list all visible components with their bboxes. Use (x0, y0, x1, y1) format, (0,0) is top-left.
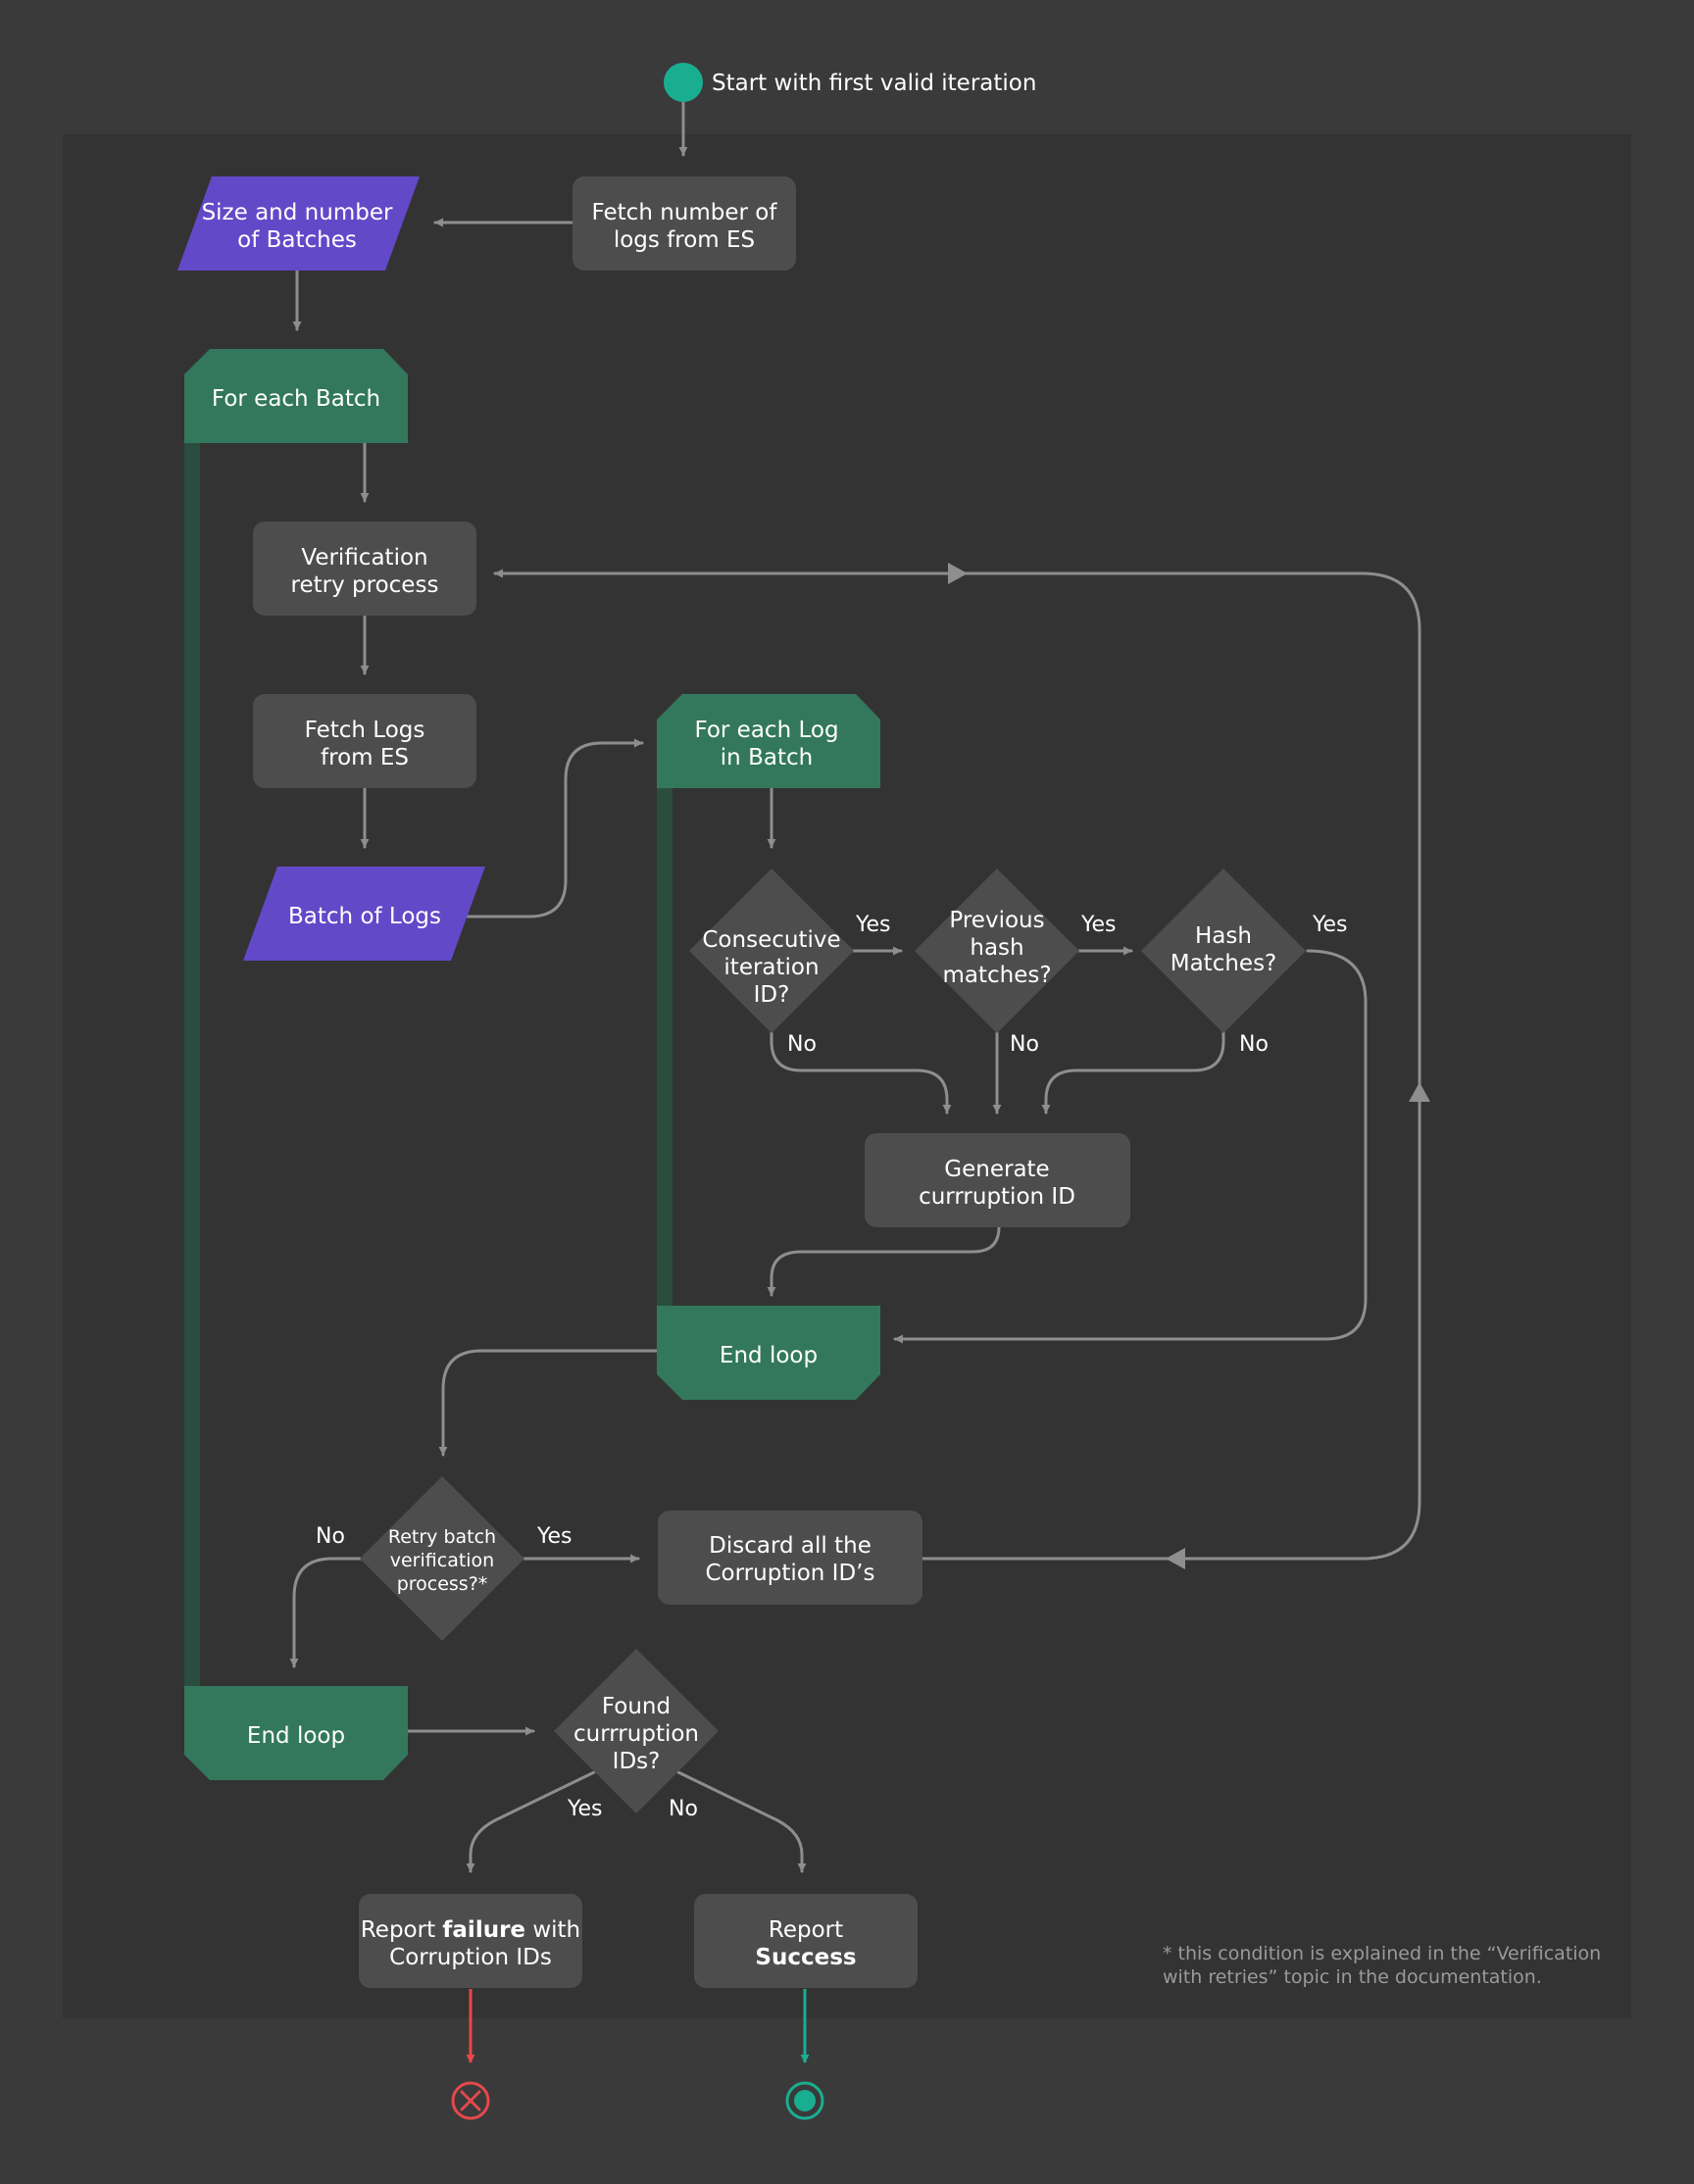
edge-consecutive-no (770, 1029, 952, 1115)
edge-marker-up (1409, 1082, 1430, 1102)
previous-hash-decision[interactable]: Previous hash matches? (915, 869, 1079, 1033)
end-loop-outer-node[interactable]: End loop (184, 1686, 408, 1780)
previous-hash-label-3: matches? (942, 963, 1051, 988)
generate-label-2: currruption ID (919, 1184, 1075, 1210)
discard-corruption-node[interactable]: Discard all the Corruption ID’s (658, 1511, 922, 1605)
generate-corruption-node[interactable]: Generate currruption ID (865, 1133, 1130, 1227)
label-yes-hash: Yes (1312, 913, 1348, 937)
for-each-batch-label: For each Batch (212, 386, 380, 412)
report-success-label-2: Success (755, 1945, 856, 1970)
report-success-node[interactable]: Report Success (694, 1894, 918, 1988)
end-loop-inner-label: End loop (720, 1343, 818, 1368)
consecutive-iteration-decision[interactable]: Consecutive iteration ID? (689, 869, 854, 1033)
batch-size-data-node[interactable]: Size and number of Batches (177, 176, 420, 271)
edge-discard-to-retry-loop (493, 569, 1421, 1561)
discard-label-2: Corruption ID’s (706, 1561, 875, 1586)
found-label-3: IDs? (613, 1749, 661, 1774)
for-each-log-label-2: in Batch (721, 745, 813, 770)
start-circle-icon (664, 63, 703, 102)
consecutive-label-3: ID? (754, 982, 790, 1008)
verification-retry-node[interactable]: Verification retry process (253, 521, 476, 616)
retry-label-2: verification (390, 1550, 494, 1571)
generate-label-1: Generate (944, 1157, 1049, 1182)
fetch-count-label-1: Fetch number of (592, 200, 778, 225)
report-failure-label-2: Corruption IDs (389, 1945, 552, 1970)
label-yes-found: Yes (567, 1797, 603, 1821)
edge-marker-left (948, 563, 968, 584)
end-loop-inner-node[interactable]: End loop (657, 1306, 880, 1400)
end-loop-outer-label: End loop (247, 1723, 345, 1749)
batch-size-label-2: of Batches (237, 227, 357, 253)
edge-found-no (676, 1770, 807, 1873)
fetch-count-node[interactable]: Fetch number of logs from ES (573, 176, 796, 271)
consecutive-label-2: iteration (723, 955, 819, 980)
edge-batch-of-logs-to-for-each-log (466, 738, 644, 918)
label-yes-previous: Yes (1080, 913, 1117, 937)
fetch-logs-label-2: from ES (321, 745, 409, 770)
fetch-count-label-2: logs from ES (614, 227, 755, 253)
start-node: Start with first valid iteration (664, 63, 1036, 102)
inner-loop-bar (657, 786, 673, 1309)
edge-end-loop-to-retry (438, 1349, 659, 1457)
footnote-line-2: with retries” topic in the documentation… (1163, 1966, 1542, 1988)
hash-matches-label-1: Hash (1195, 923, 1252, 949)
edge-marker-right (1166, 1548, 1185, 1569)
label-no-consecutive: No (787, 1032, 817, 1057)
label-yes-retry: Yes (536, 1524, 573, 1549)
retry-label-3: process?* (397, 1573, 488, 1595)
edge-found-yes (466, 1770, 596, 1873)
verification-retry-label-2: retry process (291, 572, 439, 598)
edge-generate-to-end-loop (767, 1225, 1001, 1297)
previous-hash-label-2: hash (970, 935, 1023, 961)
fetch-logs-label-1: Fetch Logs (305, 718, 425, 743)
for-each-log-label-1: For each Log (694, 718, 838, 743)
batch-size-label-1: Size and number (202, 200, 393, 225)
found-corruption-decision[interactable]: Found currruption IDs? (554, 1649, 719, 1813)
success-end-icon (785, 2081, 824, 2120)
batch-of-logs-label: Batch of Logs (288, 904, 441, 929)
edge-retry-no (289, 1557, 363, 1668)
report-success-label-1: Report (769, 1917, 843, 1943)
discard-label-1: Discard all the (709, 1533, 872, 1559)
report-failure-node[interactable]: Report failure with Corruption IDs (359, 1894, 582, 1988)
retry-batch-decision[interactable]: Retry batch verification process?* (360, 1476, 524, 1641)
hash-matches-decision[interactable]: Hash Matches? (1141, 869, 1306, 1033)
found-label-2: currruption (573, 1721, 699, 1747)
verification-retry-label-1: Verification (301, 545, 427, 571)
label-no-hash: No (1239, 1032, 1269, 1057)
report-failure-label-1: Report failure with (361, 1917, 580, 1943)
retry-label-1: Retry batch (388, 1526, 496, 1548)
start-label: Start with first valid iteration (712, 71, 1036, 96)
found-label-1: Found (602, 1694, 671, 1719)
label-no-retry: No (316, 1524, 345, 1549)
hash-matches-label-2: Matches? (1171, 951, 1277, 976)
label-no-found: No (669, 1797, 698, 1821)
edge-hash-no (1041, 1029, 1225, 1115)
failure-end-icon (451, 2081, 490, 2120)
for-each-log-node[interactable]: For each Log in Batch (657, 694, 880, 788)
edge-hash-yes-to-end-loop (893, 949, 1368, 1344)
label-no-previous: No (1010, 1032, 1039, 1057)
consecutive-label-1: Consecutive (702, 927, 840, 953)
fetch-logs-node[interactable]: Fetch Logs from ES (253, 694, 476, 788)
batch-of-logs-data-node[interactable]: Batch of Logs (243, 867, 485, 961)
footnote-line-1: * this condition is explained in the “Ve… (1163, 1943, 1601, 1964)
label-yes-consecutive: Yes (855, 913, 891, 937)
for-each-batch-node[interactable]: For each Batch (184, 349, 408, 443)
outer-loop-bar (184, 441, 200, 1688)
previous-hash-label-1: Previous (949, 908, 1044, 933)
